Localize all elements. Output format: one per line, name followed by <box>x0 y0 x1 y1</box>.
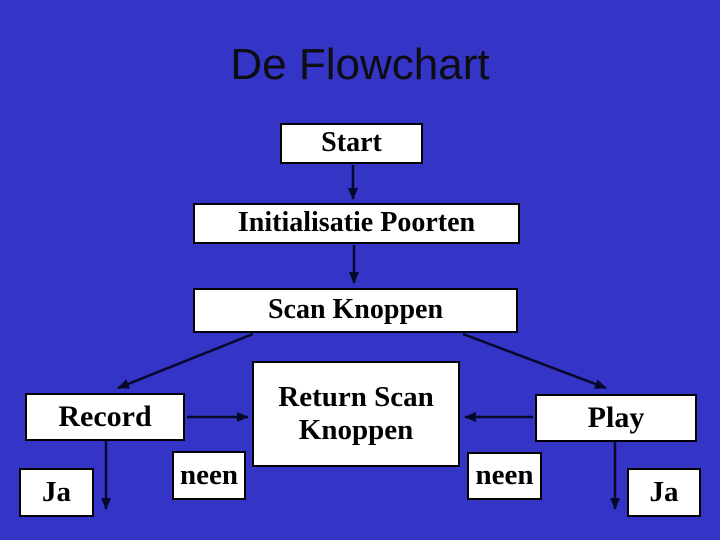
flow-box-play: Play <box>535 394 697 442</box>
flow-label-neen-right: neen <box>467 452 542 500</box>
flow-box-record: Record <box>25 393 185 441</box>
arrow-scan-to-record <box>117 332 254 390</box>
arrow-scan-to-play <box>462 332 607 390</box>
flow-label-ja-left: Ja <box>19 468 94 517</box>
flow-box-scan-knoppen: Scan Knoppen <box>193 288 518 333</box>
page-title: De Flowchart <box>230 40 490 89</box>
flow-label-ja-right: Ja <box>627 468 701 517</box>
flow-box-start: Start <box>280 123 423 164</box>
flow-box-initialisatie-poorten: Initialisatie Poorten <box>193 203 520 244</box>
flow-label-neen-left: neen <box>172 451 246 500</box>
flow-box-return-scan-knoppen: Return Scan Knoppen <box>252 361 460 467</box>
